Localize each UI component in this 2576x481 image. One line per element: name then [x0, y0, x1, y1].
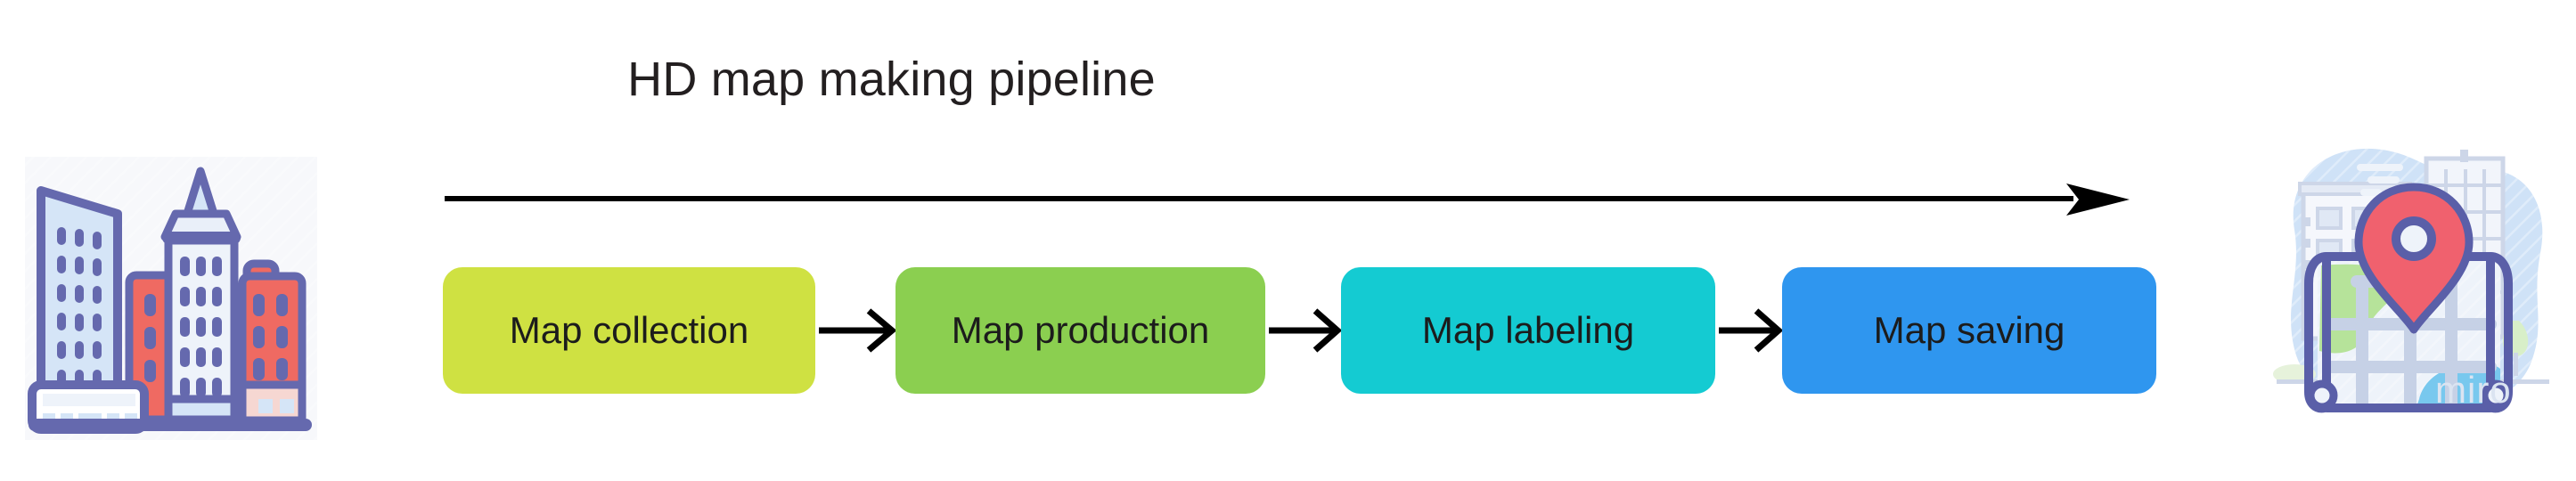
page-title-text: HD map making pipeline [627, 53, 1156, 106]
page-title: HD map making pipeline [0, 52, 2576, 107]
stage-label: Map collection [509, 309, 749, 351]
city-buildings-illustration [20, 151, 323, 445]
stage-box-map-labeling[interactable]: Map labeling [1341, 267, 1715, 394]
map-location-illustration: miro [2268, 132, 2562, 448]
stage-label: Map saving [1873, 309, 2065, 351]
stage-label: Map production [951, 309, 1210, 351]
connector-arrow-3 [1717, 307, 1784, 354]
connector-arrow-2 [1267, 307, 1343, 354]
stage-label: Map labeling [1421, 309, 1635, 351]
stage-box-map-collection[interactable]: Map collection [443, 267, 815, 394]
connector-arrow-1 [817, 307, 897, 354]
miro-watermark: miro [2435, 369, 2512, 411]
stage-box-map-saving[interactable]: Map saving [1782, 267, 2156, 394]
pipeline-direction-arrow [443, 178, 2130, 221]
stage-box-map-production[interactable]: Map production [895, 267, 1265, 394]
